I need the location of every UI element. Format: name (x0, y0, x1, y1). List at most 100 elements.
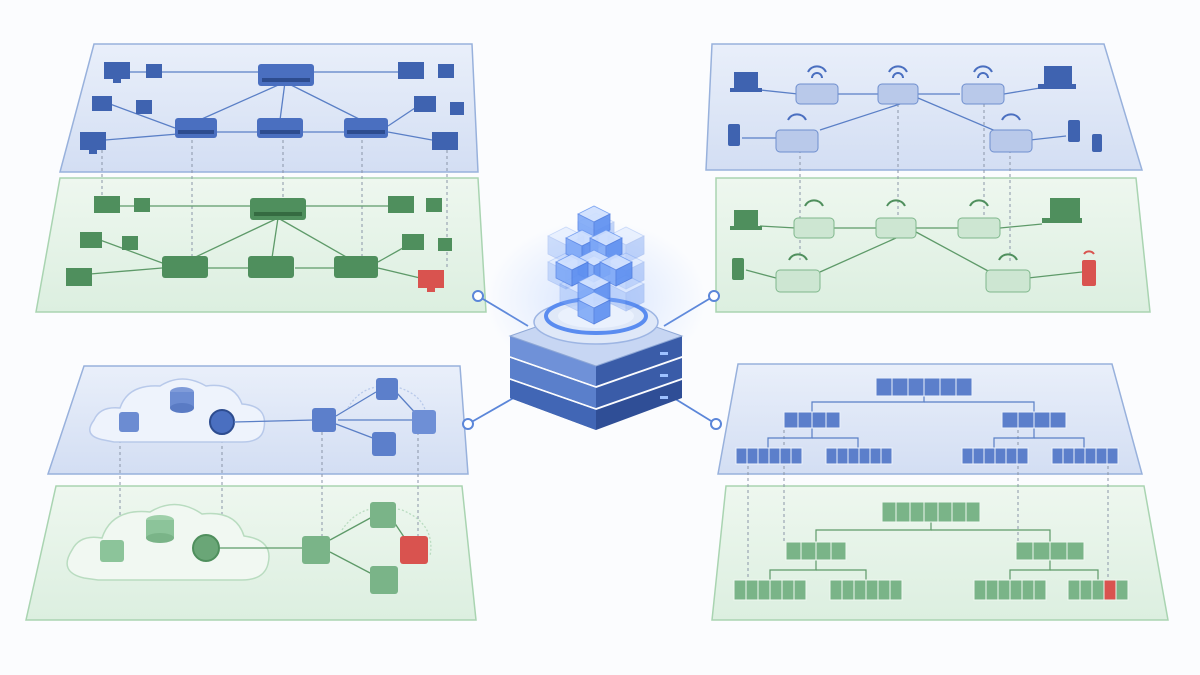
access-point-icon (957, 199, 1001, 239)
tree-cell (800, 541, 817, 561)
tree-cell (1051, 447, 1064, 465)
tree-node (829, 579, 903, 601)
tree-cell (973, 579, 987, 601)
tree-cell (875, 377, 893, 397)
tree-cell (1095, 447, 1108, 465)
green-devices (66, 196, 452, 292)
cube-block (607, 274, 645, 312)
tree-cell (891, 377, 909, 397)
tree-cell (1032, 541, 1051, 561)
tree-node (1067, 579, 1129, 601)
layer-ties (119, 432, 419, 540)
tree-cell (1115, 579, 1129, 601)
tree-cell (1073, 447, 1086, 465)
desktop-icon (122, 236, 138, 250)
cube-block (577, 291, 611, 325)
cube-node-icon (412, 410, 436, 434)
tree-cell (1049, 541, 1068, 561)
tree-node (1001, 411, 1067, 429)
blue-layer-panel (59, 43, 479, 173)
access-point-icon (875, 199, 917, 239)
laptop-icon (730, 210, 762, 230)
switch-icon (257, 118, 303, 138)
switch-icon (334, 256, 378, 278)
cube-node-icon (312, 408, 336, 432)
desktop-icon (402, 234, 424, 250)
desktop-icon (136, 100, 152, 114)
fault-desktop-icon (418, 270, 444, 292)
blue-links (742, 87, 1067, 141)
laptop-icon (1038, 66, 1076, 89)
tree-cell (757, 447, 770, 465)
tree-cell (997, 579, 1011, 601)
tree-cell (1015, 541, 1034, 561)
cube-node-icon (370, 566, 398, 594)
tree-cell (1106, 447, 1119, 465)
phone-icon (728, 124, 740, 146)
tree-cell (1091, 579, 1105, 601)
tree-node (783, 411, 841, 429)
blue-layer-panel (717, 363, 1143, 475)
switch-icon (250, 198, 306, 220)
cube-node-icon (302, 536, 330, 564)
access-point-icon (775, 113, 819, 153)
tree-cell (907, 377, 925, 397)
tree-cell (829, 579, 843, 601)
tree-cell (955, 377, 973, 397)
cube-node-icon (370, 502, 396, 528)
switch-icon (344, 118, 388, 138)
tree-node (961, 447, 1029, 465)
tree-cell (830, 541, 847, 561)
tree-cell (965, 501, 981, 523)
desktop-icon (438, 238, 452, 251)
blue-links (104, 71, 433, 141)
tree-cell (735, 447, 748, 465)
blue-devices (80, 62, 464, 154)
cube-tree-icon (547, 205, 645, 325)
tree-cell (825, 411, 841, 429)
tree-cell (881, 501, 897, 523)
connector-dot (708, 290, 720, 302)
tree-blue (735, 377, 1119, 465)
desktop-icon (438, 64, 454, 78)
desktop-icon (388, 196, 414, 213)
tree-cell (1067, 579, 1081, 601)
cube-block (555, 253, 589, 287)
tree-node (881, 501, 981, 523)
access-point-icon (989, 113, 1033, 153)
switch-icon (175, 118, 217, 138)
tree-cell (793, 579, 807, 601)
phone-icon (732, 258, 744, 280)
tree-cell (895, 501, 911, 523)
quadrant-cloud-mesh (25, 365, 477, 621)
desktop-icon (92, 96, 112, 111)
tree-cell (1079, 579, 1093, 601)
green-cubes (302, 502, 428, 594)
tree-cell (847, 447, 860, 465)
desktop-icon (450, 102, 464, 115)
tree-cell (811, 411, 827, 429)
tree-cell (769, 579, 783, 601)
access-point-icon (877, 65, 919, 105)
tree-cell (865, 579, 879, 601)
tree-node (733, 579, 807, 601)
tree-cell (790, 447, 803, 465)
tree-cell (733, 579, 747, 601)
switch-icon (248, 256, 294, 278)
cube-node-icon (372, 432, 396, 456)
tree-cell (1033, 411, 1051, 429)
tree-cell (815, 541, 832, 561)
tree-links (767, 396, 1085, 448)
tree-node (825, 447, 893, 465)
tree-cell (1049, 411, 1067, 429)
desktop-icon (146, 64, 162, 78)
quadrant-wireless (705, 43, 1151, 313)
router-icon (192, 534, 220, 562)
desktop-icon (80, 132, 106, 154)
tree-cell (880, 447, 893, 465)
switch-icon (162, 256, 208, 278)
cloud-icon (66, 503, 270, 581)
tree-cell (781, 579, 795, 601)
tree-cell (923, 377, 941, 397)
